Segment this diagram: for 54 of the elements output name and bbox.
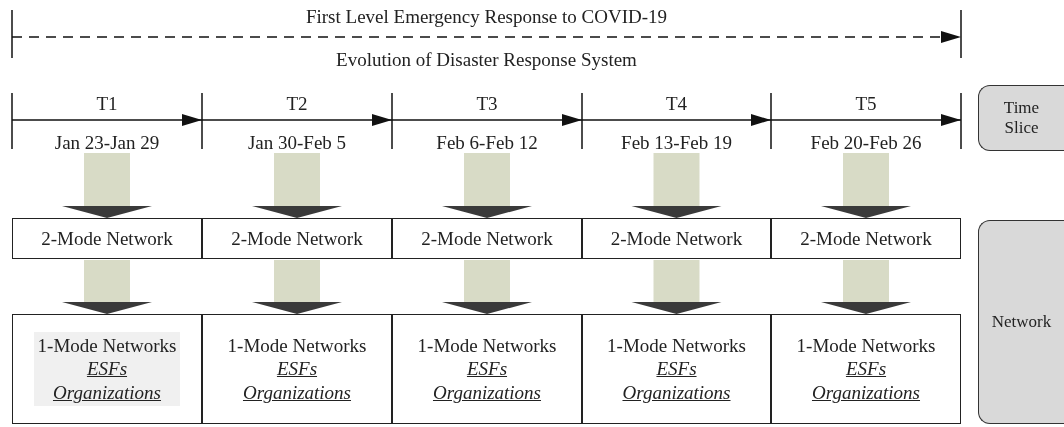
box-title: 1-Mode Networks	[607, 334, 746, 358]
block-arrow	[821, 153, 911, 218]
block-arrow	[252, 153, 342, 218]
network-box	[582, 314, 771, 424]
link-text: ESFs	[845, 357, 887, 381]
period-label: T2	[286, 94, 308, 113]
box-title: 2-Mode Network	[610, 226, 743, 251]
date-range: Feb 13-Feb 19	[621, 133, 732, 152]
network-box	[582, 218, 771, 259]
period-label: T3	[476, 94, 498, 113]
box-title: 2-Mode Network	[800, 226, 932, 251]
date-range: Jan 23-Jan 29	[54, 133, 160, 152]
block-arrow	[442, 153, 532, 218]
date-range: Feb 20-Feb 26	[810, 133, 922, 152]
block-arrow	[252, 260, 342, 314]
date-range: Jan 30-Feb 5	[247, 133, 347, 152]
category-tab: Network	[978, 220, 1064, 424]
box-title: 1-Mode Networks	[417, 334, 557, 358]
block-arrow	[442, 260, 532, 314]
link-text: ESFs	[466, 357, 508, 381]
box-title: 1-Mode Networks	[227, 334, 367, 358]
network-box	[392, 314, 582, 424]
block-arrow	[62, 260, 152, 314]
network-box	[771, 218, 961, 259]
network-box	[12, 314, 202, 424]
network-box	[12, 218, 202, 259]
block-arrow	[62, 153, 152, 218]
category-tab: Time Slice	[978, 85, 1064, 151]
network-box	[392, 218, 582, 259]
box-title: 2-Mode Network	[421, 226, 553, 251]
network-box	[771, 314, 961, 424]
link-text: ESFs	[276, 357, 318, 381]
link-text: Organizations	[811, 380, 920, 404]
box-title: 2-Mode Network	[41, 226, 173, 251]
block-arrow	[821, 260, 911, 314]
link-text: Organizations	[242, 380, 351, 404]
link-text: Organizations	[432, 380, 541, 404]
block-arrow	[631, 153, 722, 218]
box-title: 1-Mode Networks	[796, 334, 936, 358]
link-text: ESFs	[86, 357, 128, 381]
network-box	[202, 218, 392, 259]
link-text: Organizations	[52, 380, 161, 404]
period-label: T4	[665, 94, 688, 113]
period-label: T1	[96, 94, 118, 113]
link-text: ESFs	[656, 357, 697, 381]
date-range: Feb 6-Feb 12	[436, 133, 538, 152]
block-arrow	[631, 260, 722, 314]
diagram-title: First Level Emergency Response to COVID-19	[304, 6, 669, 28]
box-title: 1-Mode Networks	[37, 334, 177, 358]
diagram-subtitle: Evolution of Disaster Response System	[335, 49, 638, 71]
period-label: T5	[855, 94, 877, 113]
box-title: 2-Mode Network	[231, 226, 363, 251]
link-text: Organizations	[622, 380, 731, 404]
network-box	[202, 314, 392, 424]
